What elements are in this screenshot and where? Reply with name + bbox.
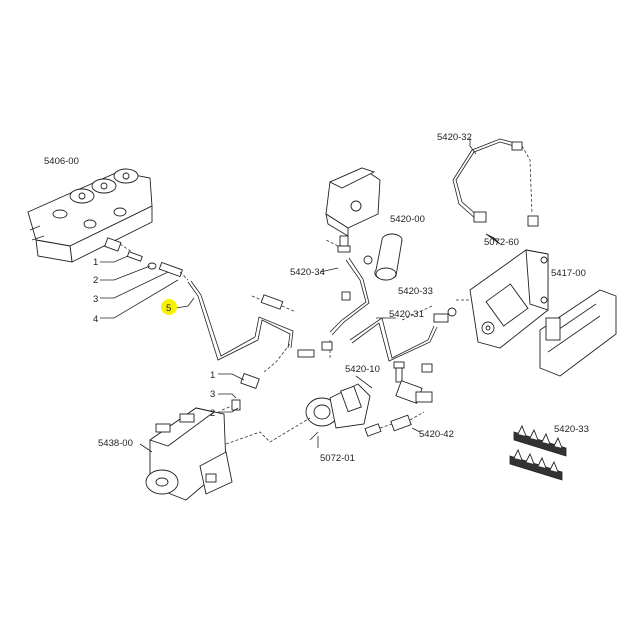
label-pipe-5420-10: 5420-10 bbox=[345, 364, 380, 375]
fuel-pump-drawing bbox=[305, 383, 371, 441]
banjo-fitting-drawing bbox=[393, 361, 433, 404]
label-item-4a: 4 bbox=[93, 314, 98, 325]
label-item-3b: 3 bbox=[210, 389, 215, 400]
label-item-2a: 2 bbox=[93, 275, 98, 286]
label-fuel-pump: 5072-01 bbox=[320, 453, 355, 464]
filter-housing-drawing bbox=[325, 167, 381, 253]
label-pipe-5420-31: 5420-31 bbox=[389, 309, 424, 320]
ecu-drawing bbox=[469, 249, 617, 377]
label-pipe-5420-34: 5420-34 bbox=[290, 267, 325, 278]
label-pipe-clips: 5420-33 bbox=[554, 424, 589, 435]
label-item-3a: 3 bbox=[93, 294, 98, 305]
item-5-highlight bbox=[161, 299, 177, 315]
label-pipe-5420-33: 5420-33 bbox=[398, 286, 433, 297]
pipe-5420-34-drawing bbox=[329, 259, 367, 333]
label-item-1a: 1 bbox=[93, 257, 98, 268]
label-pipe-5420-42: 5420-42 bbox=[419, 429, 454, 440]
label-cylinder-head: 5406-00 bbox=[44, 156, 79, 167]
leader-lines bbox=[100, 138, 477, 453]
label-ecu: 5417-00 bbox=[551, 268, 586, 279]
pipe-5-drawing bbox=[187, 281, 291, 361]
pipe-clips-drawing bbox=[509, 424, 567, 481]
pipe-5420-31-drawing bbox=[349, 317, 435, 359]
arrow-5072-60 bbox=[485, 233, 501, 245]
label-filter-housing: 5420-00 bbox=[390, 214, 425, 225]
pipe-5420-32-drawing bbox=[455, 141, 515, 217]
head-fittings bbox=[104, 237, 183, 278]
cylinder-head-drawing bbox=[27, 168, 153, 263]
compressor-drawing bbox=[145, 407, 233, 501]
label-item-5: 5 bbox=[166, 303, 171, 314]
filter-cartridge-drawing bbox=[363, 233, 403, 281]
label-compressor: 5438-00 bbox=[98, 438, 133, 449]
label-item-1b: 1 bbox=[210, 370, 215, 381]
label-item-2b: 2 bbox=[210, 408, 215, 419]
label-pipe-5420-32: 5420-32 bbox=[437, 132, 472, 143]
label-connector-5072-60: 5072-60 bbox=[484, 237, 519, 248]
